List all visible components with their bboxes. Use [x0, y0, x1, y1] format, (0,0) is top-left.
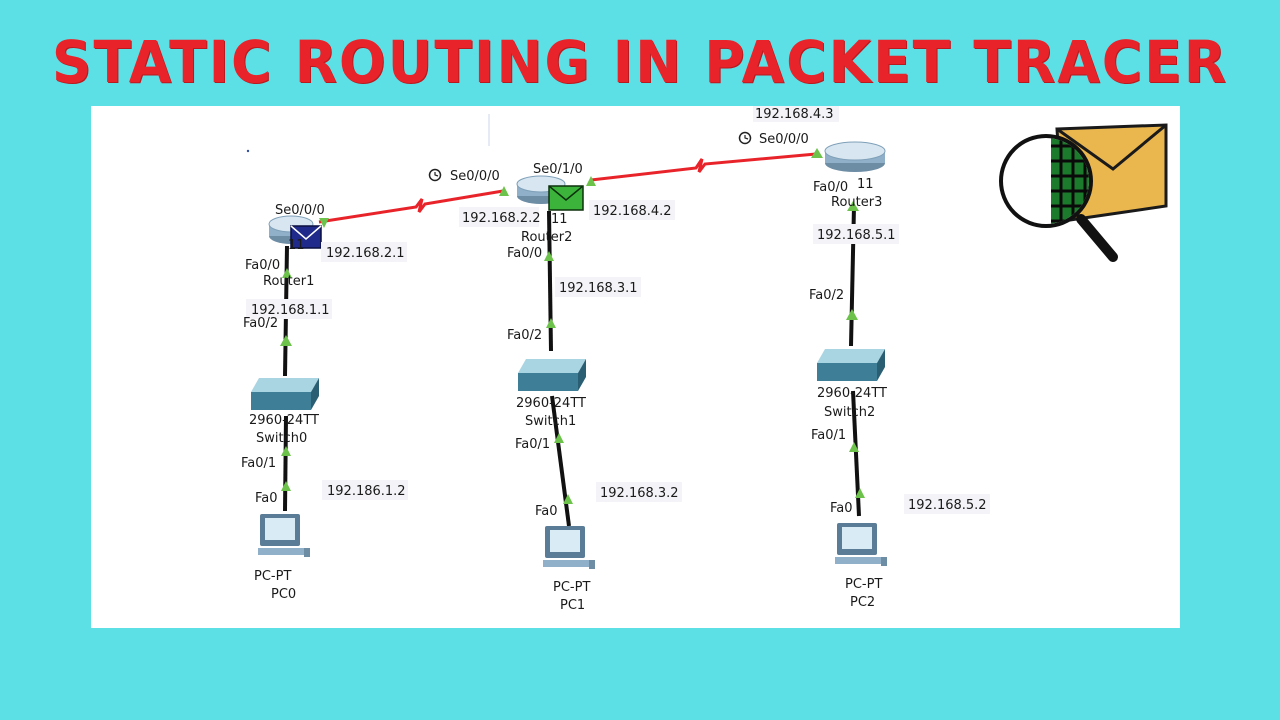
- port-indicator: [282, 268, 292, 278]
- router3-model: 11: [857, 177, 874, 192]
- pc2-ip: 192.168.5.2: [908, 498, 987, 513]
- pc0-ip: 192.186.1.2: [327, 484, 406, 499]
- router2-serial-ip-left: 192.168.2.2: [462, 211, 541, 226]
- switch1-down-port: Fa0/1: [515, 437, 550, 452]
- pc0-device[interactable]: [258, 514, 310, 557]
- clock-icon: [738, 131, 752, 145]
- canvas-dot: [246, 149, 250, 153]
- router1-serial-port: Se0/0/0: [275, 203, 325, 218]
- pc2-device[interactable]: [835, 523, 887, 566]
- port-indicator: [846, 309, 858, 320]
- switch0-down-port: Fa0/1: [241, 456, 276, 471]
- router3-device[interactable]: [824, 141, 886, 172]
- switch2-device[interactable]: [817, 349, 885, 381]
- router1-name: Router1: [263, 274, 314, 289]
- topology-diagram: Se0/0/0 192.168.2.1 Fa0/0 11 Router1 192…: [241, 106, 1168, 613]
- port-indicator: [281, 446, 291, 456]
- switch2-model: 2960-24TT: [817, 386, 887, 401]
- port-indicator: [849, 442, 859, 452]
- pc2-port: Fa0: [830, 501, 853, 516]
- switch1-name: Switch1: [525, 414, 576, 429]
- page-title: STATIC ROUTING IN PACKET TRACER: [51, 28, 1229, 96]
- pc0-port: Fa0: [255, 491, 278, 506]
- pc1-ip: 192.168.3.2: [600, 486, 679, 501]
- router3-lan-ip: 192.168.5.1: [817, 228, 896, 243]
- port-indicator: [499, 186, 509, 196]
- switch1-model: 2960-24TT: [516, 396, 586, 411]
- magnifier-envelope-icon: [999, 123, 1168, 262]
- pc1-name: PC1: [560, 598, 585, 613]
- router2-serial-port-left: Se0/0/0: [450, 169, 500, 184]
- port-indicator: [563, 494, 573, 504]
- port-indicator: [811, 148, 823, 158]
- port-indicator: [546, 318, 556, 328]
- router3-serial-ip: 192.168.4.3: [755, 107, 834, 122]
- router1-model: 11: [288, 238, 305, 253]
- switch0-model: 2960-24TT: [249, 413, 319, 428]
- port-indicator: [319, 218, 329, 228]
- port-indicator: [554, 433, 564, 443]
- switch0-device[interactable]: [251, 378, 319, 410]
- switch1-up-port: Fa0/2: [507, 328, 542, 343]
- ip-label-backgrounds: [246, 106, 990, 514]
- pc0-model: PC-PT: [254, 569, 291, 584]
- port-indicator: [280, 335, 292, 346]
- router1-lan-port: Fa0/0: [245, 258, 280, 273]
- pc0-name: PC0: [271, 587, 296, 602]
- switch0-name: Switch0: [256, 431, 307, 446]
- eth-link-sw1-pc1[interactable]: [550, 395, 571, 527]
- pc1-port: Fa0: [535, 504, 558, 519]
- pc2-name: PC2: [850, 595, 875, 610]
- pc2-model: PC-PT: [845, 577, 882, 592]
- switch1-device[interactable]: [518, 359, 586, 391]
- serial-link-r2-r3[interactable]: [590, 152, 817, 182]
- router2-lan-ip: 192.168.3.1: [559, 281, 638, 296]
- router2-name: Router2: [521, 230, 572, 245]
- switch0-up-port: Fa0/2: [243, 316, 278, 331]
- eth-link-sw0-pc0[interactable]: [283, 415, 288, 512]
- topology-canvas[interactable]: Se0/0/0 192.168.2.1 Fa0/0 11 Router1 192…: [91, 106, 1180, 628]
- router3-name: Router3: [831, 195, 882, 210]
- router2-model: 11: [551, 212, 568, 227]
- router3-lan-port: Fa0/0: [813, 180, 848, 195]
- switch2-down-port: Fa0/1: [811, 428, 846, 443]
- serial-link-r1-r2[interactable]: [318, 189, 504, 224]
- port-indicators: [280, 148, 865, 504]
- port-indicator: [847, 201, 859, 211]
- port-indicator: [281, 481, 291, 491]
- router1-lan-ip: 192.168.1.1: [251, 303, 330, 318]
- port-indicator: [855, 488, 865, 498]
- router2-lan-port: Fa0/0: [507, 246, 542, 261]
- pc1-model: PC-PT: [553, 580, 590, 595]
- switch2-up-port: Fa0/2: [809, 288, 844, 303]
- envelope-icon[interactable]: [290, 225, 322, 249]
- switch2-name: Switch2: [824, 405, 875, 420]
- router2-serial-ip-right: 192.168.4.2: [593, 204, 672, 219]
- router1-serial-ip: 192.168.2.1: [326, 246, 405, 261]
- clock-icon: [428, 168, 442, 182]
- router3-serial-port: Se0/0/0: [759, 132, 809, 147]
- port-indicator: [544, 251, 554, 261]
- port-indicator: [586, 176, 596, 186]
- pc1-device[interactable]: [543, 526, 595, 569]
- envelope-icon[interactable]: [548, 185, 584, 211]
- router2-serial-port-right: Se0/1/0: [533, 162, 583, 177]
